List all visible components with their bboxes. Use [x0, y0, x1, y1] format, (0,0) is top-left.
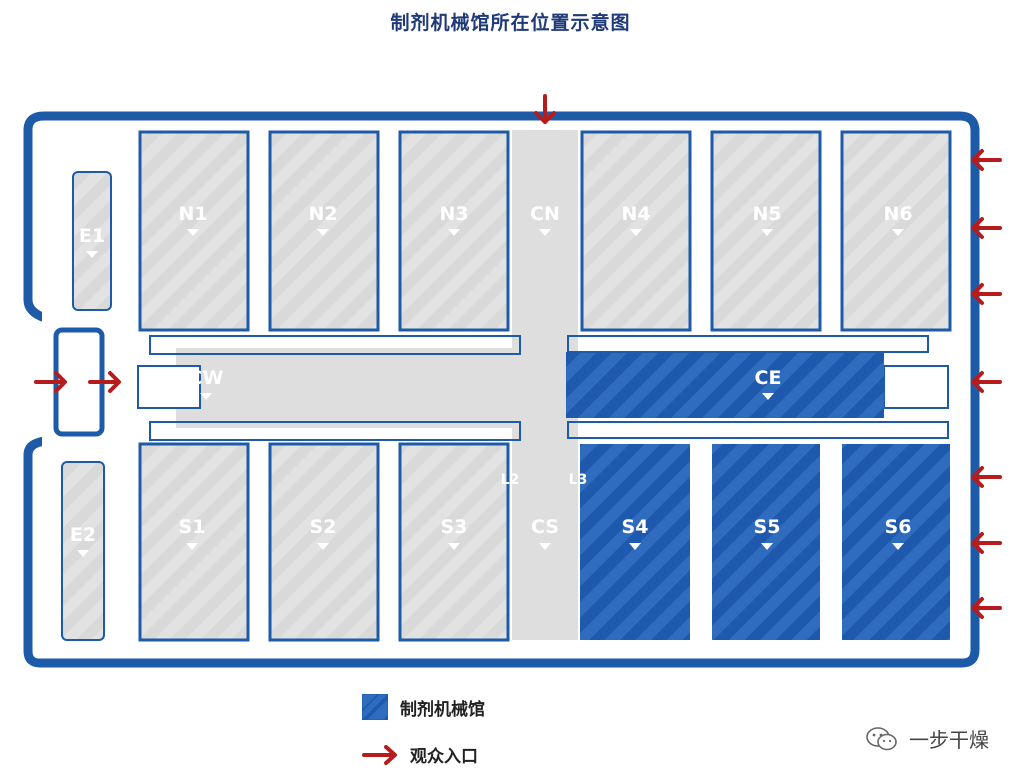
entry-arrow-east-6 [971, 532, 1002, 554]
lane-labels: L1 L2 L2 L2 L3 L3 L3 [249, 163, 841, 488]
central-corridor-cw [176, 348, 568, 428]
entry-arrow-east-7 [971, 597, 1002, 619]
hall-n4-label: N4 [621, 203, 650, 225]
map-title: 制剂机械馆所在位置示意图 [390, 12, 631, 34]
entry-arrow-east-5 [971, 466, 1002, 488]
marker-cs [539, 543, 551, 550]
legend-entry-label: 观众入口 [410, 747, 478, 767]
entry-arrow-west-1 [34, 371, 67, 393]
hall-cw-label: CW [189, 367, 224, 389]
hall-marker-triangles [77, 182, 904, 557]
lane-l2-label-2: L2 [379, 472, 398, 488]
hall-s1-label: S1 [179, 516, 206, 538]
marker-s2 [317, 543, 329, 550]
legend-entry-row: 观众入口 [362, 742, 478, 767]
marker-cw [200, 393, 212, 400]
exhibition-floor-map: N1 N2 N3 CN N4 N5 N6 CW CE S1 S2 S3 CS S… [23, 94, 1002, 668]
hall-n2-label: N2 [308, 203, 337, 225]
hall-s2-block [268, 442, 380, 642]
watermark: 一步干燥 [865, 724, 989, 753]
marker-n1 [187, 229, 199, 236]
hall-s6-block [842, 444, 950, 640]
marker-n5 [761, 229, 773, 236]
entry-arrow-east-1 [971, 149, 1002, 171]
entry-arrow-north [534, 94, 556, 124]
marker-n6 [892, 229, 904, 236]
south-halls [138, 442, 510, 642]
hall-n5-label: N5 [752, 203, 781, 225]
entry-arrow-east-3 [971, 283, 1002, 305]
watermark-text: 一步干燥 [909, 728, 989, 752]
hall-n3-label: N3 [439, 203, 468, 225]
marker-cn [539, 229, 551, 236]
marker-ce [762, 393, 774, 400]
marker-s5 [761, 543, 773, 550]
legend-hall-label: 制剂机械馆 [400, 699, 485, 720]
entry-arrow-east-2 [971, 217, 1002, 239]
hall-ce-block [566, 352, 884, 418]
marker-s1 [186, 543, 198, 550]
hall-e1-label: E1 [79, 225, 105, 247]
legend-entry-arrow-icon [362, 744, 397, 765]
lane-l1-label: L1 [249, 163, 268, 179]
hall-s1-block [138, 442, 250, 642]
hall-s3-label: S3 [441, 516, 468, 538]
lane-l3-label-3: L3 [822, 472, 841, 488]
legend-hall-swatch [362, 694, 388, 720]
entry-arrow-east-4 [971, 371, 1002, 393]
hall-s5-block [712, 444, 820, 640]
hall-ce-label: CE [755, 367, 782, 389]
hall-e1-block [72, 171, 112, 311]
wechat-icon [866, 726, 897, 750]
hall-s4-label: S4 [622, 516, 649, 538]
marker-l1 [252, 182, 264, 189]
entry-arrow-west-2 [88, 371, 121, 393]
lane-l2-label-3: L2 [501, 472, 520, 488]
marker-n2 [317, 229, 329, 236]
hall-cn-label: CN [530, 203, 560, 225]
ce-kiosk [883, 365, 949, 409]
marker-n4 [630, 229, 642, 236]
marker-s4 [629, 543, 641, 550]
marker-e1 [86, 251, 98, 258]
hall-s6-label: S6 [885, 516, 912, 538]
hall-s4-block [580, 444, 690, 640]
cw-kiosk [137, 365, 201, 409]
outer-wall [23, 111, 980, 668]
hall-s3-block [398, 442, 510, 642]
booth-strip-north [149, 335, 949, 441]
hall-s5-label: S5 [754, 516, 781, 538]
hall-e2-label: E2 [70, 524, 96, 546]
hall-n6-label: N6 [883, 203, 912, 225]
marker-s6 [892, 543, 904, 550]
hall-cs-label: CS [531, 516, 559, 538]
hall-s2-label: S2 [310, 516, 337, 538]
hall-labels: N1 N2 N3 CN N4 N5 N6 CW CE S1 S2 S3 CS S… [70, 203, 913, 546]
marker-n3 [448, 229, 460, 236]
hall-n1-label: N1 [178, 203, 207, 225]
legend-hall-row: 制剂机械馆 [362, 694, 485, 720]
hall-n2-block [268, 130, 380, 332]
lane-l3-label-1: L3 [569, 472, 588, 488]
marker-e2 [77, 550, 89, 557]
lane-l2-label-1: L2 [249, 472, 268, 488]
lane-l3-label-2: L3 [692, 472, 711, 488]
marker-s3 [448, 543, 460, 550]
entry-arrows [34, 94, 1002, 619]
